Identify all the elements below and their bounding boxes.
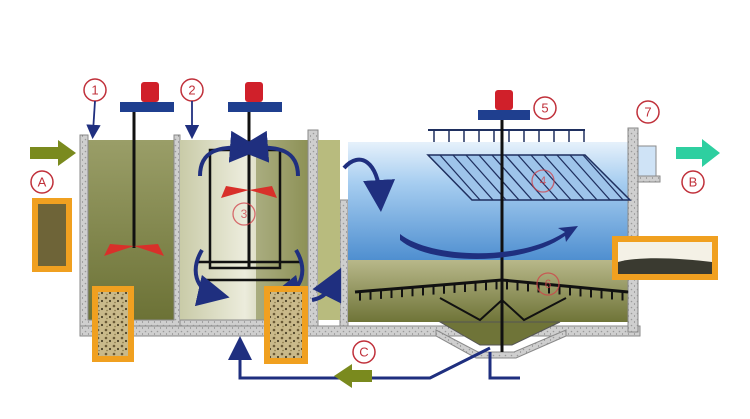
stage-marker-2: 2 [181, 79, 203, 132]
svg-text:6: 6 [545, 277, 552, 291]
flow-label-recycle: C [353, 341, 375, 363]
svg-text:5: 5 [541, 101, 548, 116]
flow-label-outlet: B [682, 171, 704, 193]
svg-text:C: C [359, 345, 368, 360]
stage-marker-1: 1 [84, 79, 106, 132]
stage-marker-5: 5 [534, 97, 556, 119]
outlet-channel-wall [340, 200, 348, 332]
sample-jar-settled [612, 236, 718, 280]
flow-arrow-icon [30, 140, 76, 166]
motor-icon [141, 82, 159, 102]
sample-jar-floc [264, 286, 308, 364]
recycle-arrow [334, 364, 372, 388]
flow-arrow-icon [334, 364, 372, 388]
outlet-arrow [676, 139, 720, 167]
inlet-arrow [30, 140, 76, 166]
svg-text:4: 4 [540, 174, 547, 188]
motor-icon [495, 90, 513, 110]
motor-base [478, 110, 530, 120]
motor-base [228, 102, 282, 112]
svg-text:B: B [689, 175, 698, 190]
sample-jar-inlet [32, 198, 72, 272]
clarifier-right-wall [628, 128, 638, 332]
flow-arrow-icon [676, 139, 720, 167]
motor-icon [245, 82, 263, 102]
svg-text:A: A [38, 175, 47, 190]
sample-jar-mix [92, 286, 134, 362]
transfer-channel [318, 140, 340, 320]
svg-text:7: 7 [644, 105, 651, 120]
stage-marker-7: 7 [637, 101, 659, 123]
ghost-marker-label: 3 [241, 207, 248, 221]
svg-text:2: 2 [188, 83, 195, 98]
svg-text:1: 1 [91, 83, 98, 98]
effluent-weir [638, 146, 656, 176]
motor-base [120, 102, 174, 112]
effluent-weir-base [638, 176, 660, 182]
flow-label-inlet: A [31, 171, 53, 193]
